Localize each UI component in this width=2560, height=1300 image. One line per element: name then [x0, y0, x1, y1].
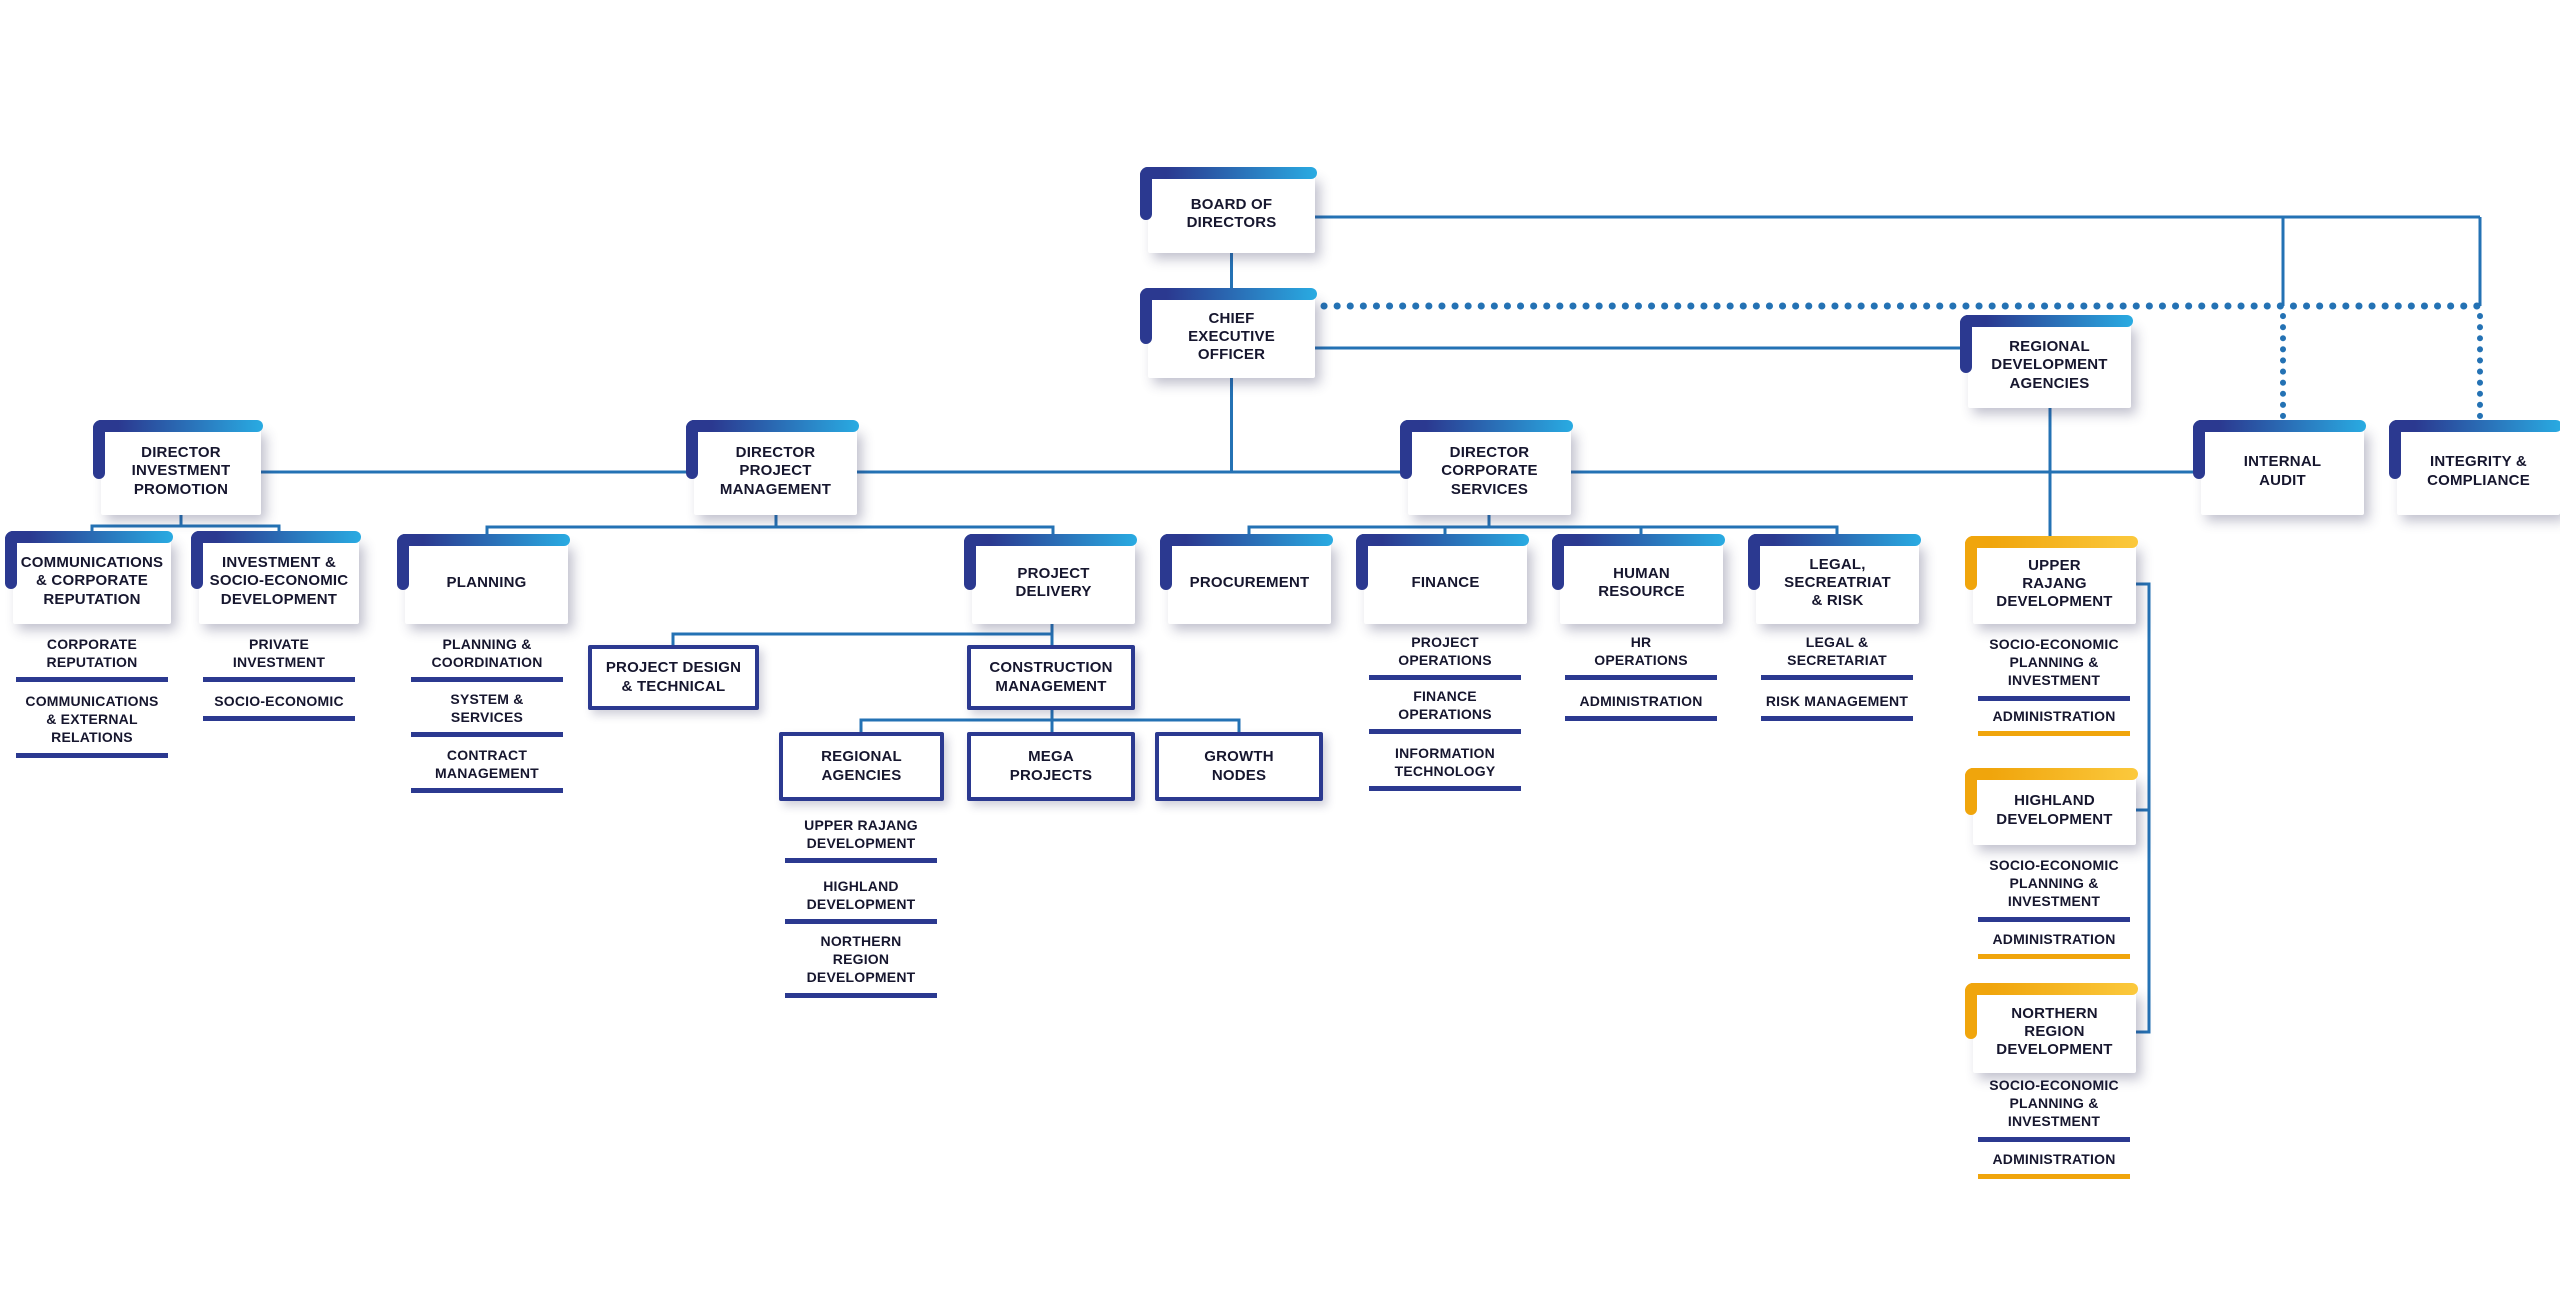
sub-item-hd-administration: ADMINISTRATION: [1978, 930, 2130, 960]
node-project-design-technical: PROJECT DESIGN & TECHNICAL: [588, 645, 759, 710]
node-regional-development-agencies: REGIONAL DEVELOPMENT AGENCIES: [1960, 315, 2133, 408]
node-human-resource: HUMAN RESOURCE: [1552, 534, 1725, 624]
node-mega-projects: MEGA PROJECTS: [967, 732, 1135, 801]
node-regional-agencies: REGIONAL AGENCIES: [779, 732, 944, 801]
node-director-project-management: DIRECTOR PROJECT MANAGEMENT: [686, 420, 859, 515]
node-project-delivery: PROJECT DELIVERY: [964, 534, 1137, 624]
node-upper-rajang-development: UPPER RAJANG DEVELOPMENT: [1965, 536, 2138, 624]
node-construction-management: CONSTRUCTION MANAGEMENT: [967, 645, 1135, 710]
sub-item-finance-operations: FINANCE OPERATIONS: [1369, 687, 1521, 735]
node-director-investment-promotion: DIRECTOR INVESTMENT PROMOTION: [93, 420, 263, 515]
node-communications-corporate-reputation: COMMUNICATIONS & CORPORATE REPUTATION: [5, 531, 173, 624]
sub-item-nrd-administration: ADMINISTRATION: [1978, 1150, 2130, 1180]
sub-item-socio-economic: SOCIO-ECONOMIC: [203, 692, 355, 722]
sub-item-nrd-socio-economic-planning-investment: SOCIO-ECONOMIC PLANNING & INVESTMENT: [1978, 1076, 2130, 1142]
node-internal-audit: INTERNAL AUDIT: [2193, 420, 2366, 515]
node-procurement: PROCUREMENT: [1160, 534, 1333, 624]
node-investment-socio-economic-development: INVESTMENT & SOCIO-ECONOMIC DEVELOPMENT: [191, 531, 361, 624]
sub-item-information-technology: INFORMATION TECHNOLOGY: [1369, 744, 1521, 792]
sub-item-hr-operations: HR OPERATIONS: [1565, 633, 1717, 681]
solid-connectors: [90, 215, 2482, 1034]
sub-item-system-services: SYSTEM & SERVICES: [411, 690, 563, 738]
node-legal-secretariat-risk: LEGAL, SECREATRIAT & RISK: [1748, 534, 1921, 624]
sub-item-urd-socio-economic-planning-investment: SOCIO-ECONOMIC PLANNING & INVESTMENT: [1978, 635, 2130, 701]
sub-item-communications-external-relations: COMMUNICATIONS & EXTERNAL RELATIONS: [16, 692, 168, 758]
node-board-of-directors: BOARD OF DIRECTORS: [1140, 167, 1317, 253]
node-director-corporate-services: DIRECTOR CORPORATE SERVICES: [1400, 420, 1573, 515]
node-highland-development: HIGHLAND DEVELOPMENT: [1965, 768, 2138, 845]
sub-item-private-investment: PRIVATE INVESTMENT: [203, 635, 355, 683]
sub-item-urd-administration: ADMINISTRATION: [1978, 707, 2130, 737]
sub-item-planning-coordination: PLANNING & COORDINATION: [411, 635, 563, 683]
sub-item-corporate-reputation: CORPORATE REPUTATION: [16, 635, 168, 683]
sub-item-hd-socio-economic-planning-investment: SOCIO-ECONOMIC PLANNING & INVESTMENT: [1978, 856, 2130, 922]
node-growth-nodes: GROWTH NODES: [1155, 732, 1323, 801]
sub-item-risk-management: RISK MANAGEMENT: [1761, 692, 1913, 722]
sub-item-northern-region-development: NORTHERN REGION DEVELOPMENT: [785, 932, 937, 998]
sub-item-contract-management: CONTRACT MANAGEMENT: [411, 746, 563, 794]
node-chief-executive-officer: CHIEF EXECUTIVE OFFICER: [1140, 288, 1317, 378]
sub-item-project-operations: PROJECT OPERATIONS: [1369, 633, 1521, 681]
sub-item-upper-rajang-development: UPPER RAJANG DEVELOPMENT: [785, 816, 937, 864]
sub-item-hr-administration: ADMINISTRATION: [1565, 692, 1717, 722]
node-planning: PLANNING: [397, 534, 570, 624]
node-finance: FINANCE: [1356, 534, 1529, 624]
sub-item-legal-secretariat: LEGAL & SECRETARIAT: [1761, 633, 1913, 681]
sub-item-highland-development: HIGHLAND DEVELOPMENT: [785, 877, 937, 925]
node-integrity-compliance: INTEGRITY & COMPLIANCE: [2389, 420, 2560, 515]
node-northern-region-development: NORTHERN REGION DEVELOPMENT: [1965, 983, 2138, 1073]
